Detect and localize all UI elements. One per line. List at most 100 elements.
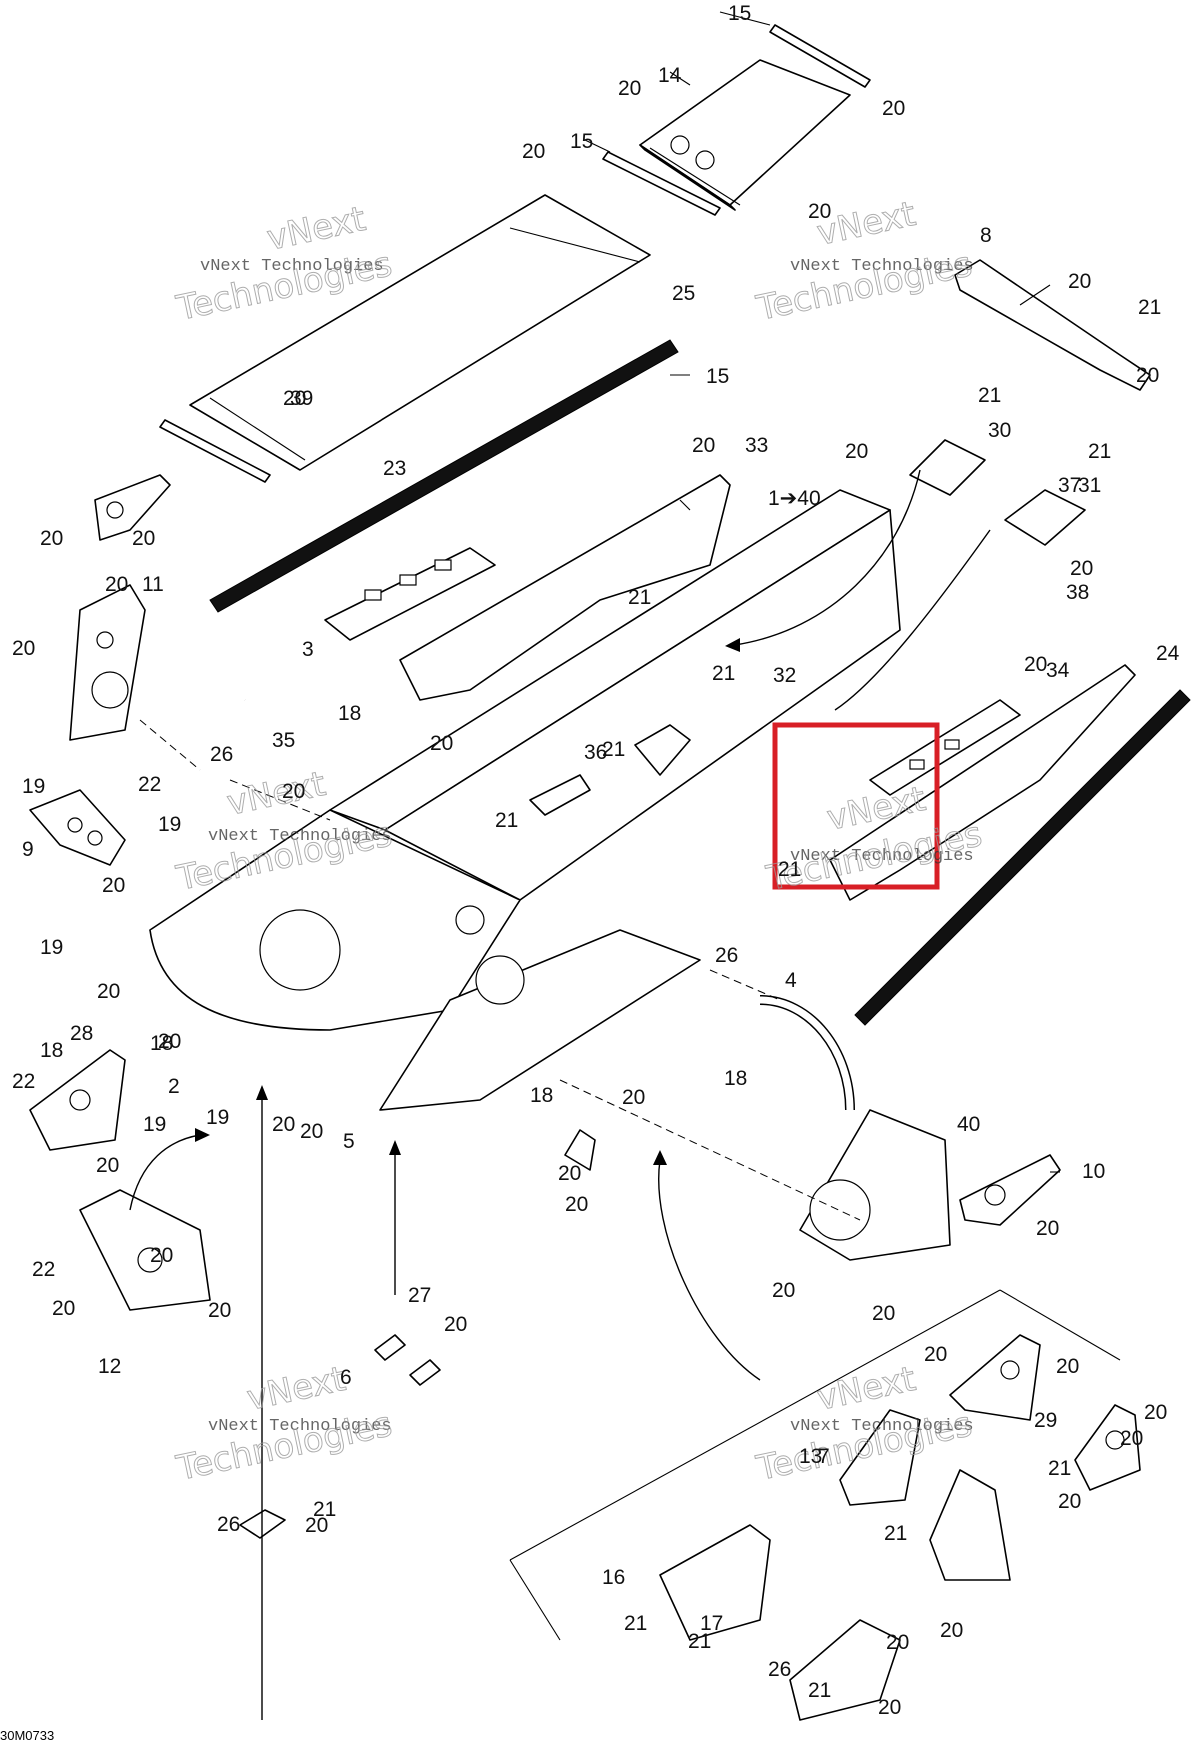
part-bracket-29 — [839, 1409, 1011, 1581]
part-slide-rail-24 — [854, 689, 1191, 1026]
callout-label: 18 — [338, 702, 361, 725]
callout-label: 20 — [1136, 364, 1159, 387]
callout-label: 12 — [98, 1355, 121, 1378]
part-bracket-9 — [29, 789, 126, 866]
callout-label: 20 — [878, 1696, 901, 1719]
part-footrest-37 — [324, 547, 496, 641]
callout-label: 18 — [150, 1032, 173, 1055]
callout-label: 15 — [728, 2, 751, 25]
part-bracket-36 — [634, 724, 691, 776]
part-cover-14 — [639, 59, 851, 211]
callout-label: 20 — [208, 1299, 231, 1322]
callout-label: 20 — [282, 780, 305, 803]
callout-label: 13 — [799, 1445, 822, 1468]
callout-label: 27 — [408, 1284, 431, 1307]
part-rubber-strip-15-mid — [602, 151, 721, 216]
callout-label: 8 — [980, 224, 992, 247]
direction-arrows — [129, 469, 991, 1720]
callout-label: 26 — [715, 944, 738, 967]
callout-label: 20 — [1144, 1401, 1167, 1424]
callout-label: 20 — [924, 1343, 947, 1366]
callout-label: 20 — [808, 200, 831, 223]
callout-label: 19 — [22, 775, 45, 798]
callout-label: 20 — [565, 1193, 588, 1216]
part-bracket-30 — [909, 439, 986, 496]
callout-label: 18 — [530, 1084, 553, 1107]
callout-label: 23 — [383, 457, 406, 480]
callout-label: 29 — [1034, 1409, 1057, 1432]
callout-label: 20 — [522, 140, 545, 163]
part-tube-3 — [182, 686, 247, 761]
callout-label: 20 — [97, 980, 120, 1003]
part-bracket-8 — [954, 259, 1151, 391]
callout-label: 20 — [772, 1279, 795, 1302]
callout-label: 32 — [773, 664, 796, 687]
callout-label: 6 — [340, 1366, 352, 1389]
part-bracket-6 — [949, 1334, 1041, 1421]
callout-label: 20 — [305, 1514, 328, 1537]
watermark-text-1: vNext Technologies — [200, 257, 384, 276]
callout-label: 22 — [12, 1070, 35, 1093]
callout-label: 20 — [1058, 1490, 1081, 1513]
callout-label: 21 — [628, 586, 651, 609]
part-step-16 — [659, 1524, 771, 1641]
callout-label: 20 — [1068, 270, 1091, 293]
part-plate-12 — [799, 1109, 951, 1261]
callout-label: 19 — [158, 813, 181, 836]
callout-label: 3 — [302, 638, 314, 661]
callout-label: 31 — [1078, 474, 1101, 497]
callout-label: 5 — [343, 1130, 355, 1153]
callout-label: 15 — [706, 365, 729, 388]
callout-label: 20 — [430, 732, 453, 755]
part-rubber-strip-15-left — [159, 419, 271, 483]
callout-label: 21 — [688, 1630, 711, 1653]
callout-label: 20 — [132, 527, 155, 550]
callout-label: 20 — [52, 1297, 75, 1320]
callout-label: 22 — [138, 773, 161, 796]
part-step-17 — [789, 1619, 901, 1721]
callout-label: 20 — [300, 1120, 323, 1143]
callout-label: 14 — [658, 64, 682, 87]
callout-label: 21 — [884, 1522, 907, 1545]
callout-label: 40 — [957, 1113, 980, 1136]
callout-label: 20 — [622, 1086, 645, 1109]
callout-label: 20 — [882, 97, 905, 120]
part-rubber-strip-15-top — [769, 24, 871, 88]
callout-label: 21 — [712, 662, 735, 685]
watermark-text-16: vNext Technologies — [790, 1417, 974, 1436]
part-bracket-5 — [564, 1129, 596, 1171]
callout-label: 20 — [105, 573, 128, 596]
watermark-text-8: vNext — [224, 764, 329, 824]
watermark-text-13: vNext Technologies — [208, 1417, 392, 1436]
callout-label: 19 — [206, 1106, 229, 1129]
watermark-text-2: vNext — [264, 199, 369, 259]
part-footrest-38 — [869, 699, 1021, 796]
callout-label: 21 — [778, 858, 801, 881]
callout-label: 20 — [872, 1302, 895, 1325]
callout-label: 25 — [672, 282, 695, 305]
callout-label: 21 — [808, 1679, 831, 1702]
callout-label: 22 — [32, 1258, 55, 1281]
callout-label: 21 — [1088, 440, 1111, 463]
callout-label: 35 — [272, 729, 295, 752]
callout-label: 20 — [96, 1154, 119, 1177]
callout-label: 1➔40 — [768, 487, 821, 510]
callout-label: 24 — [1156, 642, 1180, 665]
callout-label: 37 — [1058, 474, 1081, 497]
callout-label: 20 — [444, 1313, 467, 1336]
callout-label: 20 — [1070, 557, 1093, 580]
callout-label: 28 — [70, 1022, 93, 1045]
callout-label: 9 — [22, 838, 34, 861]
watermark-text-7: vNext Technologies — [208, 827, 392, 846]
callout-label: 17 — [700, 1612, 723, 1635]
callout-label: 30 — [988, 419, 1011, 442]
part-bracket-7 — [1074, 1404, 1141, 1491]
part-bracket-10 — [79, 1189, 211, 1311]
callout-label: 20 — [40, 527, 63, 550]
callout-label: 21 — [602, 738, 625, 761]
callout-label: 34 — [1046, 659, 1070, 682]
callout-label: 26 — [217, 1513, 240, 1536]
callout-label: 20 — [1024, 653, 1047, 676]
callout-label: 19 — [143, 1113, 166, 1136]
